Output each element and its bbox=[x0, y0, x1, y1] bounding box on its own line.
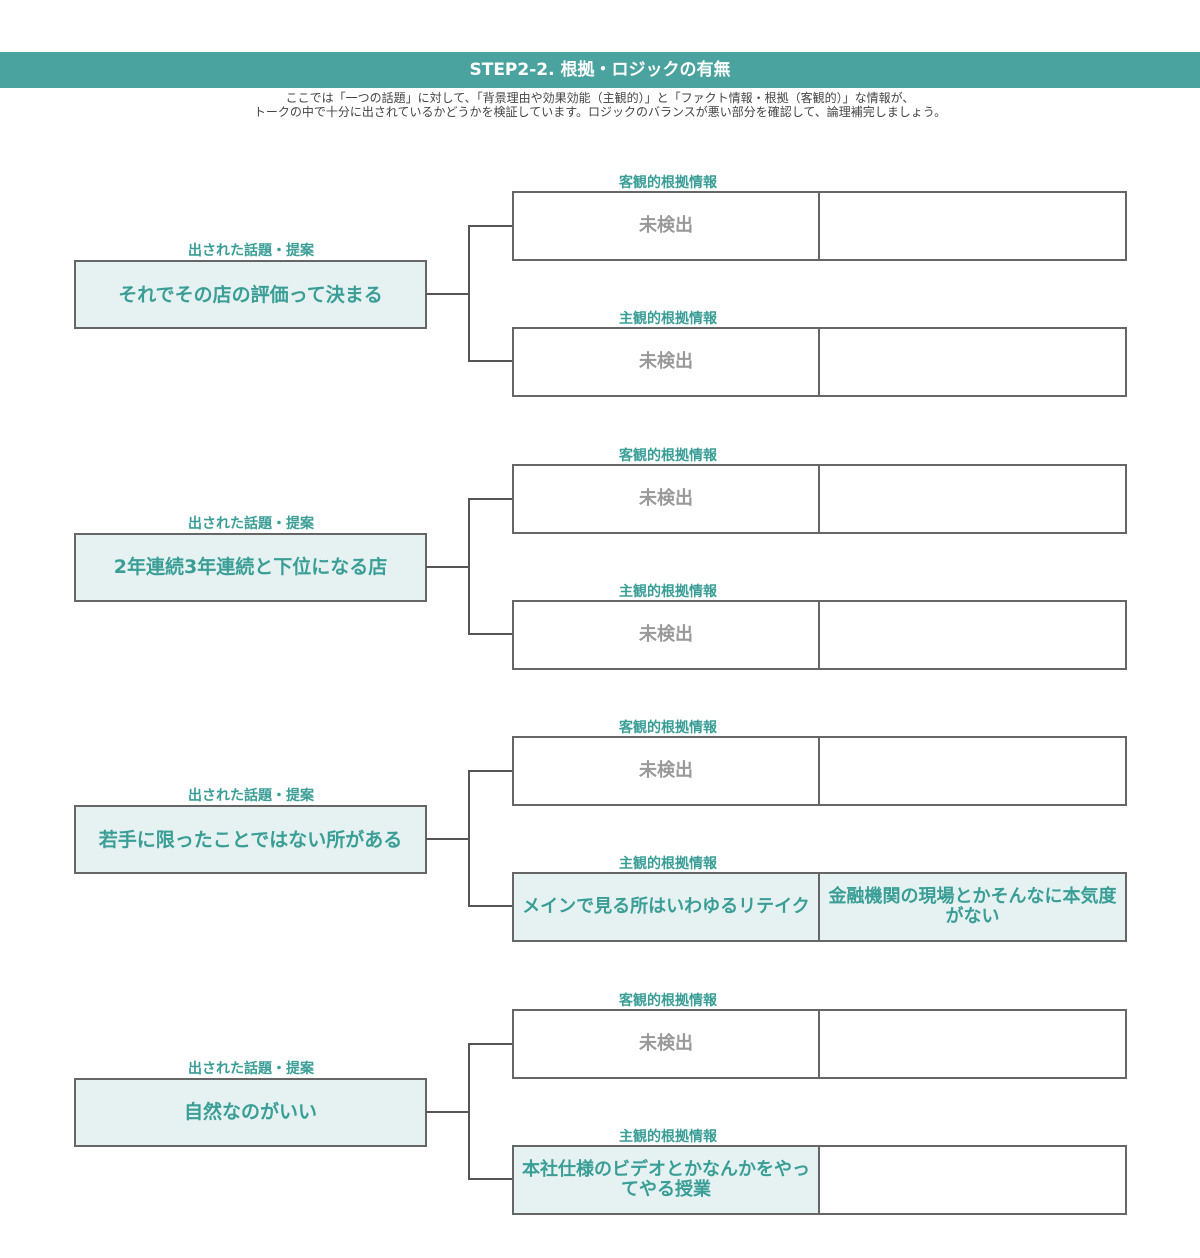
connector bbox=[468, 1042, 514, 1045]
evidence-cell: 未検出 bbox=[512, 736, 820, 806]
connector bbox=[468, 905, 514, 907]
evidence-cell: 未検出 bbox=[512, 463, 820, 534]
topic-box: 自然なのがいい bbox=[74, 1077, 427, 1147]
evidence-cell bbox=[818, 191, 1127, 261]
evidence-cell: 未検出 bbox=[512, 191, 820, 261]
evidence-cell bbox=[818, 599, 1127, 670]
objective-label: 客観的根拠情報 bbox=[619, 447, 717, 464]
objective-label: 客観的根拠情報 bbox=[619, 175, 717, 191]
evidence-cell bbox=[818, 327, 1127, 397]
connector bbox=[468, 225, 470, 362]
topic-label: 出された話題・提案 bbox=[188, 243, 314, 259]
connector bbox=[468, 225, 514, 227]
objective-label: 客観的根拠情報 bbox=[619, 720, 717, 736]
subjective-label: 主観的根拠情報 bbox=[619, 583, 717, 600]
connector bbox=[426, 1110, 470, 1113]
evidence-cell: 未検出 bbox=[512, 1008, 820, 1079]
evidence-cell: 未検出 bbox=[512, 599, 820, 670]
logic-group: 出された話題・提案 それでその店の評価って決まる 客観的根拠情報 未検出 主観的… bbox=[0, 168, 1200, 440]
description-line-1: ここでは「一つの話題」に対して、「背景理由や効果効能（主観的）」と「ファクト情報… bbox=[285, 91, 915, 105]
description-line-2: トークの中で十分に出されているかどうかを検証しています。ロジックのバランスが悪い… bbox=[253, 105, 947, 119]
topic-label: 出された話題・提案 bbox=[188, 515, 314, 532]
evidence-cell bbox=[818, 1144, 1127, 1215]
subjective-label: 主観的根拠情報 bbox=[619, 856, 717, 872]
evidence-cell: メインで見る所はいわゆるリテイク bbox=[512, 872, 820, 942]
topic-box: それでその店の評価って決まる bbox=[74, 260, 427, 329]
evidence-cell: 金融機関の現場とかそんなに本気度がない bbox=[818, 872, 1127, 942]
topic-label: 出された話題・提案 bbox=[188, 1060, 314, 1077]
logic-group: 出された話題・提案 若手に限ったことではない所がある 客観的根拠情報 未検出 主… bbox=[0, 713, 1200, 985]
topic-box: 2年連続3年連続と下位になる店 bbox=[74, 532, 427, 602]
topic-label: 出された話題・提案 bbox=[188, 788, 314, 804]
evidence-cell bbox=[818, 736, 1127, 806]
connector bbox=[468, 497, 470, 635]
connector bbox=[468, 1177, 514, 1180]
topic-box: 若手に限ったことではない所がある bbox=[74, 805, 427, 874]
connector bbox=[468, 360, 514, 362]
logic-group: 出された話題・提案 2年連続3年連続と下位になる店 客観的根拠情報 未検出 主観… bbox=[0, 441, 1200, 713]
objective-label: 客観的根拠情報 bbox=[619, 992, 717, 1009]
subjective-label: 主観的根拠情報 bbox=[619, 1128, 717, 1145]
connector bbox=[426, 838, 470, 840]
subjective-label: 主観的根拠情報 bbox=[619, 311, 717, 327]
evidence-cell: 本社仕様のビデオとかなんかをやってやる授業 bbox=[512, 1144, 820, 1215]
logic-group: 出された話題・提案 自然なのがいい 客観的根拠情報 未検出 主観的根拠情報 本社… bbox=[0, 986, 1200, 1258]
connector bbox=[468, 770, 514, 772]
evidence-cell bbox=[818, 1008, 1127, 1079]
evidence-cell: 未検出 bbox=[512, 327, 820, 397]
connector bbox=[468, 1042, 470, 1180]
connector bbox=[468, 497, 514, 500]
evidence-cell bbox=[818, 463, 1127, 534]
description: ここでは「一つの話題」に対して、「背景理由や効果効能（主観的）」と「ファクト情報… bbox=[0, 91, 1200, 119]
connector bbox=[468, 632, 514, 635]
connector bbox=[468, 770, 470, 907]
connector bbox=[426, 293, 470, 295]
step-header: STEP2-2. 根拠・ロジックの有無 bbox=[0, 52, 1200, 88]
connector bbox=[426, 565, 470, 568]
